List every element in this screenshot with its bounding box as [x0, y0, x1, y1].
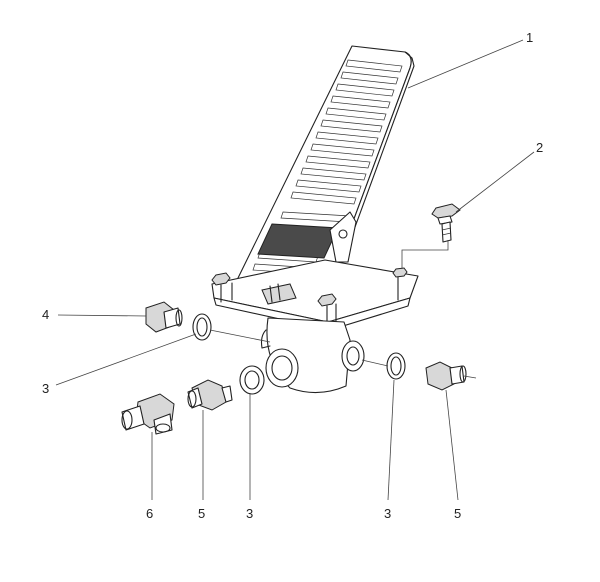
pedal-pad [257, 223, 339, 259]
bolt [431, 203, 461, 243]
hex-adapter-right [425, 361, 467, 391]
seal-ring-middle [239, 365, 265, 395]
callout-1: 1 [526, 30, 533, 45]
pedal [236, 45, 415, 291]
seal-ring-upper-left [192, 313, 212, 341]
plug-fitting [145, 301, 183, 333]
callout-5-left: 5 [198, 506, 205, 521]
hex-adapter-left [187, 379, 233, 411]
callout-2: 2 [536, 140, 543, 155]
callout-5-right: 5 [454, 506, 461, 521]
elbow-fitting [121, 393, 175, 435]
valve-body [260, 317, 365, 394]
leader-lines [55, 39, 535, 501]
callout-3-right: 3 [384, 506, 391, 521]
seal-ring-right [386, 352, 406, 380]
plate-bolts [211, 267, 408, 326]
callout-labels: 1 2 3 4 3 3 5 5 6 [42, 30, 543, 521]
callout-6: 6 [146, 506, 153, 521]
callout-4: 4 [42, 307, 49, 322]
callout-3-middle: 3 [246, 506, 253, 521]
callout-3-left: 3 [42, 381, 49, 396]
